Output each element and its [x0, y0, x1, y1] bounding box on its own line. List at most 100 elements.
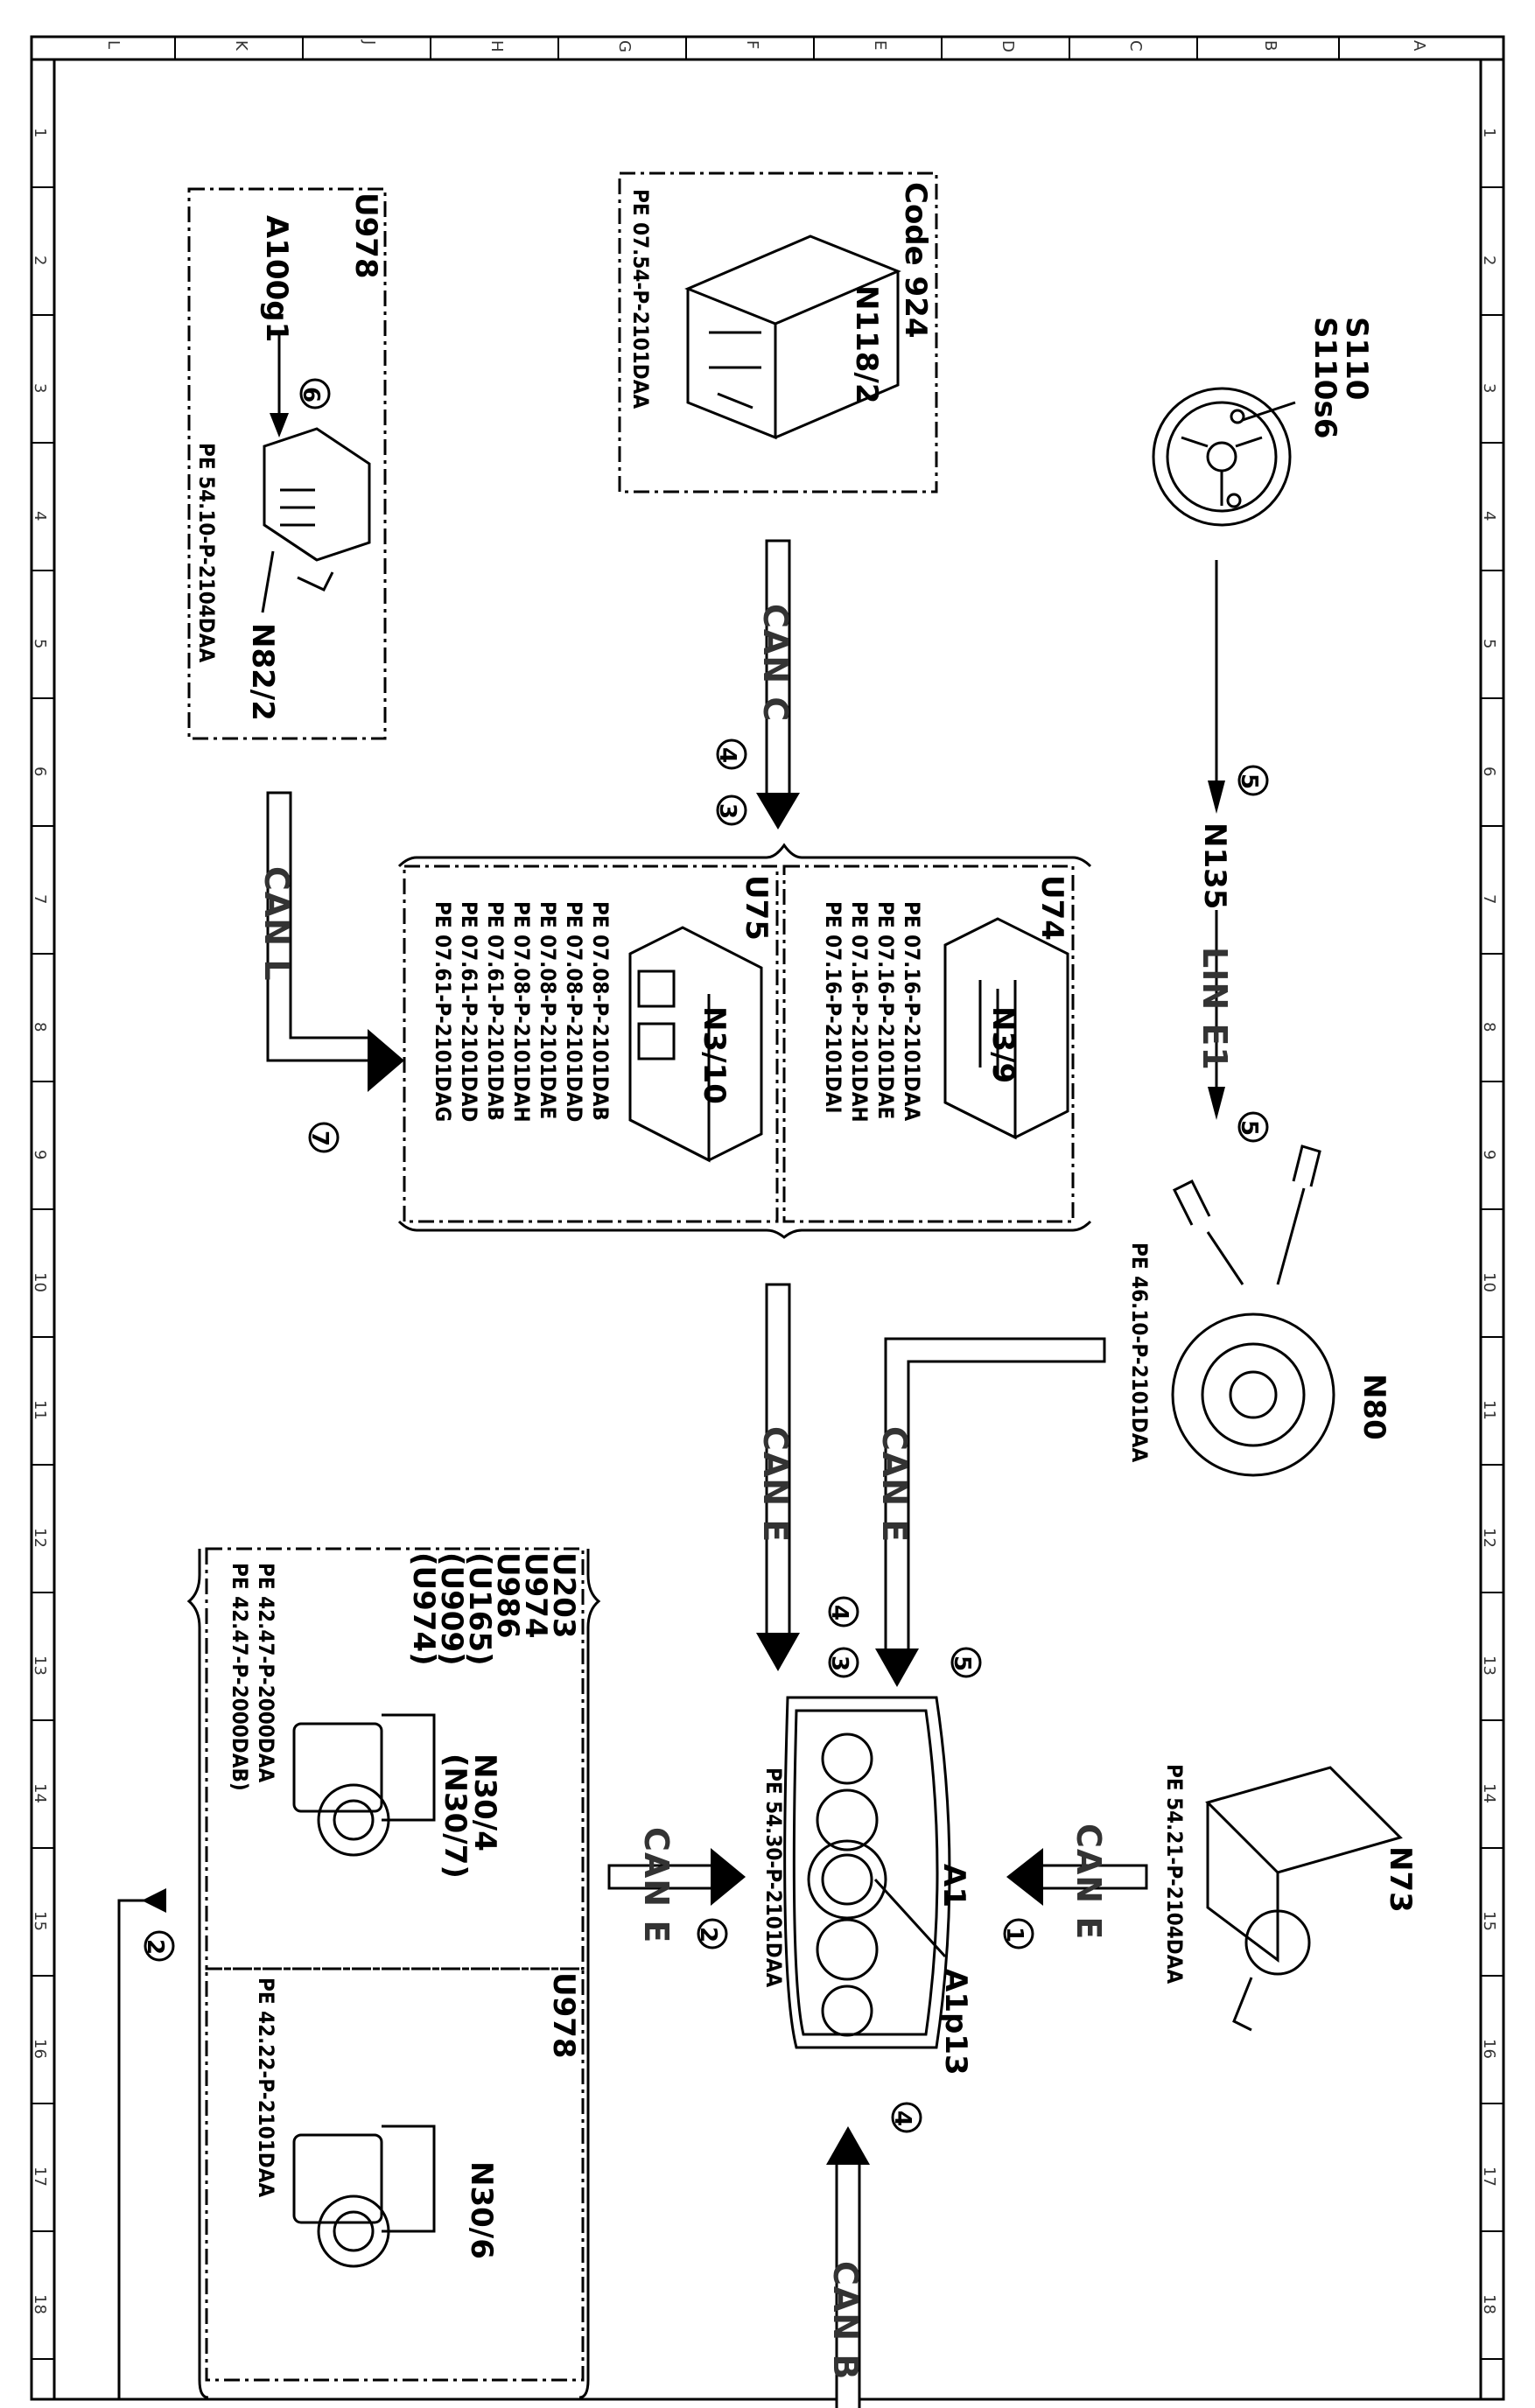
grid-number-3-right: 3 — [1480, 383, 1498, 394]
label-a1: A1 — [936, 1864, 971, 1908]
grid-number-17: 17 — [31, 2166, 49, 2187]
grid-number-2-right: 2 — [1480, 256, 1498, 266]
grid-letter-l: L — [104, 40, 123, 50]
grid-number-10: 10 — [31, 1272, 49, 1292]
bus-label-can-e-1: CAN E — [756, 1426, 795, 1544]
column-ticks — [174, 37, 1340, 60]
pe-n30-4-1: PE 42.47-P-2000DAA — [254, 1563, 278, 1783]
label-u75: U75 — [739, 875, 774, 941]
marker-7: 7 — [306, 1130, 333, 1147]
control-unit-n118-2-icon — [684, 234, 901, 440]
pe-n3-10-3: PE 07.08-P-2101DAE — [536, 901, 560, 1120]
label-a100g1: A100g1 — [259, 215, 294, 343]
a1p13-leader — [873, 1878, 947, 1958]
box-n118-2 — [618, 172, 938, 494]
marker-circle-2b — [144, 1930, 175, 1962]
label-n3-10: N3/10 — [697, 1006, 732, 1104]
pe-n3-10-7: PE 07.61-P-2101DAG — [431, 901, 455, 1123]
box-u74 — [782, 864, 1075, 1223]
marker-circle-7 — [308, 1122, 340, 1153]
bus-can-c — [765, 539, 791, 796]
grid-letter-k: K — [232, 40, 250, 51]
box-u978-bottom — [205, 1967, 585, 2382]
label-n30-7: (N30/7) — [438, 1754, 473, 1879]
bus-label-can-e-3: CAN E — [637, 1827, 676, 1944]
box-u978-top — [187, 187, 387, 740]
grid-number-11-right: 11 — [1480, 1400, 1498, 1420]
marker-4b: 4 — [826, 1605, 852, 1621]
grid-number-8-right: 8 — [1480, 1022, 1498, 1032]
arrowhead-lin-1 — [1208, 780, 1225, 814]
grid-number-14: 14 — [31, 1783, 49, 1803]
grid-number-12-right: 12 — [1480, 1528, 1498, 1548]
grid-letter-j: J — [360, 40, 378, 46]
grid-number-13-right: 13 — [1480, 1656, 1498, 1676]
marker-1: 1 — [1001, 1927, 1027, 1943]
grid-letter-g: G — [615, 40, 634, 52]
grid-number-5: 5 — [31, 639, 49, 649]
arrowhead-can-e-2 — [875, 1648, 919, 1687]
grid-number-11: 11 — [31, 1400, 49, 1420]
thin-lines — [117, 332, 1296, 2399]
n82-leader — [261, 550, 275, 613]
grid-number-4-right: 4 — [1480, 511, 1498, 522]
marker-5c: 5 — [949, 1656, 975, 1672]
arrowhead-can-b — [826, 2126, 870, 2165]
label-a1p13: A1p13 — [938, 1969, 973, 2076]
bus-label-can-e-2: CAN E — [875, 1426, 914, 1544]
grid-number-7-right: 7 — [1480, 894, 1498, 905]
grid-number-18-right: 18 — [1480, 2294, 1498, 2314]
label-s110: S110 — [1339, 317, 1374, 401]
label-code-924: Code 924 — [898, 182, 933, 339]
label-u978-top: U978 — [348, 192, 383, 279]
label-u978-bottom: U978 — [546, 1972, 581, 2059]
pe-n30-4-2: PE 42.47-P-2000DAB) — [228, 1563, 252, 1791]
arrowhead-line-2 — [142, 1888, 166, 1913]
grid-number-2: 2 — [31, 256, 49, 266]
box-u75 — [403, 864, 779, 1223]
bus-can-b — [835, 2160, 861, 2408]
pe-n30-6: PE 42.22-P-2101DAA — [254, 1978, 278, 2198]
bus-label-can-e-4: CAN E — [1069, 1824, 1108, 1941]
label-n80: N80 — [1356, 1374, 1391, 1440]
bus-wires — [266, 539, 1148, 2408]
pe-n3-10-5: PE 07.61-P-2101DAB — [483, 901, 508, 1121]
grid-letter-d: D — [999, 40, 1017, 52]
grid-number-18: 18 — [31, 2294, 49, 2314]
s110s6-leader — [1242, 401, 1296, 422]
pe-n3-9-4: PE 07.16-P-2101DAI — [821, 901, 845, 1114]
grid-letter-a: A — [1410, 40, 1428, 52]
marker-3a: 3 — [714, 803, 740, 820]
grid-number-9: 9 — [31, 1150, 49, 1160]
grid-letter-h: H — [487, 40, 506, 52]
label-u974b: (U974) — [406, 1552, 441, 1666]
grid-letter-f: F — [743, 40, 761, 50]
ecu-n3-9-icon — [943, 917, 1069, 1140]
arrowhead-lin-2 — [1208, 1087, 1225, 1120]
marker-circle-4a — [716, 738, 747, 770]
arrowhead-can-c — [756, 793, 800, 830]
pe-n3-10-1: PE 07.08-P-2101DAB — [588, 901, 613, 1121]
grid-number-17-right: 17 — [1480, 2166, 1498, 2187]
grid-letter-b: B — [1261, 40, 1279, 52]
grid-letter-e: E — [871, 40, 889, 51]
grid-number-7: 7 — [31, 894, 49, 905]
bus-label-can-c: CAN C — [756, 604, 795, 723]
label-n82-2: N82/2 — [245, 623, 280, 721]
label-n3-9: N3/9 — [985, 1006, 1020, 1084]
marker-4a: 4 — [714, 747, 740, 764]
marker-circle-5c — [950, 1647, 982, 1678]
braces — [186, 843, 1092, 2399]
arrowhead-a100g1 — [270, 413, 289, 438]
grid-number-15-right: 15 — [1480, 1911, 1498, 1931]
pe-n3-10-6: PE 07.61-P-2101DAD — [457, 901, 481, 1123]
marker-circle-5b — [1237, 1111, 1269, 1143]
ecu-n3-10-icon — [628, 926, 763, 1163]
bus-can-e-1 — [765, 1283, 791, 1636]
pe-n3-10-4: PE 07.08-P-2101DAH — [509, 901, 534, 1123]
instrument-cluster-a1-icon — [783, 1696, 951, 2049]
grid-number-10-right: 10 — [1480, 1272, 1498, 1292]
grid-number-16-right: 16 — [1480, 2039, 1498, 2059]
grid-number-15: 15 — [31, 1911, 49, 1931]
arrow-heads — [142, 413, 1225, 2165]
